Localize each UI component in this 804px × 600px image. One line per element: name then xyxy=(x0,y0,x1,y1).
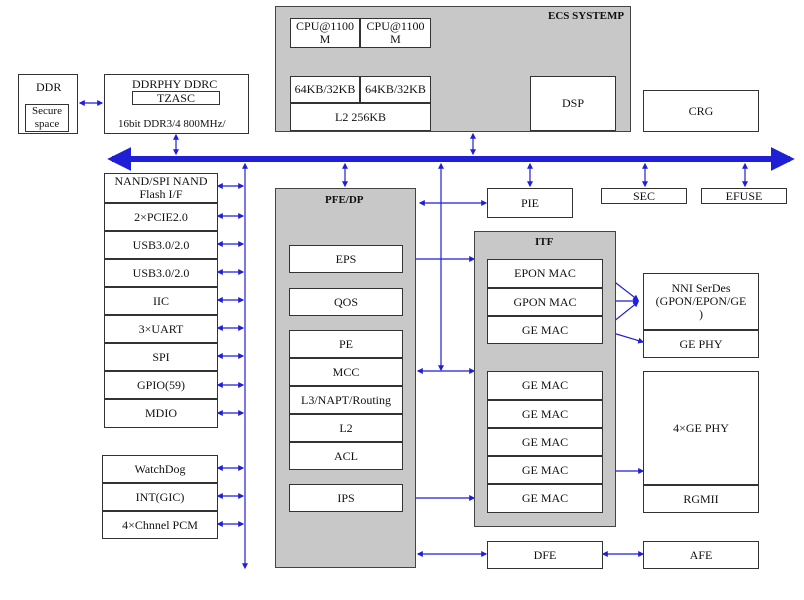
itf-mac-gpon: GPON MAC xyxy=(487,288,603,316)
quad-ge-phy-block: 4×GE PHY xyxy=(643,371,759,485)
peripheral-mdio: MDIO xyxy=(104,399,218,428)
peripheral-spi: SPI xyxy=(104,343,218,371)
cache1-block: 64KB/32KB xyxy=(360,76,431,103)
nni-serdes-block: NNI SerDes (GPON/EPON/GE ) xyxy=(643,273,759,330)
secure-space-block: Secure space xyxy=(25,104,69,132)
peripheral-gpio: GPIO(59) xyxy=(104,371,218,399)
cpu0-block: CPU@1100 M xyxy=(290,18,360,48)
itf-mac-ge-uplink: GE MAC xyxy=(487,316,603,344)
peripheral-uart: 3×UART xyxy=(104,315,218,343)
afe-block: AFE xyxy=(643,541,759,569)
pfe-title: PFE/DP xyxy=(325,194,364,206)
misc-int-gic: INT(GIC) xyxy=(102,483,218,511)
nni-ge-phy-block: GE PHY xyxy=(643,330,759,358)
pe-item-2: L3/NAPT/Routing xyxy=(289,386,403,414)
peripheral-nand: NAND/SPI NAND Flash I/F xyxy=(104,173,218,203)
misc-watchdog: WatchDog xyxy=(102,455,218,483)
pie-block: PIE xyxy=(487,188,573,218)
pe-item-3: L2 xyxy=(289,414,403,442)
rgmii-block: RGMII xyxy=(643,485,759,513)
peripheral-usb-a: USB3.0/2.0 xyxy=(104,231,218,259)
ddrphy-title: DDRPHY DDRC xyxy=(132,77,218,91)
peripheral-pcie: 2×PCIE2.0 xyxy=(104,203,218,231)
itf-mac-ge-0: GE MAC xyxy=(487,371,603,400)
pe-item-1: MCC xyxy=(289,358,403,386)
peripheral-iic: IIC xyxy=(104,287,218,315)
efuse-block: EFUSE xyxy=(701,188,787,204)
pe-item-4: ACL xyxy=(289,442,403,470)
crg-block: CRG xyxy=(643,90,759,132)
itf-mac-ge-1: GE MAC xyxy=(487,400,603,428)
pe-item-0: PE xyxy=(289,330,403,358)
ddr-title: DDR xyxy=(36,80,62,94)
misc-pcm: 4×Chnnel PCM xyxy=(102,511,218,539)
itf-title: ITF xyxy=(535,236,554,248)
itf-mac-epon: EPON MAC xyxy=(487,259,603,288)
dfe-block: DFE xyxy=(487,541,603,569)
eps-block: EPS xyxy=(289,245,403,273)
tzasc-block: TZASC xyxy=(132,91,220,105)
itf-mac-ge-3: GE MAC xyxy=(487,456,603,484)
peripheral-usb-b: USB3.0/2.0 xyxy=(104,259,218,287)
l2-cache-block: L2 256KB xyxy=(290,103,431,131)
qos-block: QOS xyxy=(289,288,403,316)
cache0-block: 64KB/32KB xyxy=(290,76,360,103)
ips-block: IPS xyxy=(289,484,403,512)
ecs-title: ECS SYSTEMP xyxy=(548,10,625,22)
itf-mac-ge-2: GE MAC xyxy=(487,428,603,456)
itf-mac-ge-4: GE MAC xyxy=(487,484,603,513)
dsp-block: DSP xyxy=(530,76,616,131)
sec-block: SEC xyxy=(601,188,687,204)
ddrphy-desc: 16bit DDR3/4 800MHz/ xyxy=(118,118,226,130)
cpu1-block: CPU@1100 M xyxy=(360,18,431,48)
